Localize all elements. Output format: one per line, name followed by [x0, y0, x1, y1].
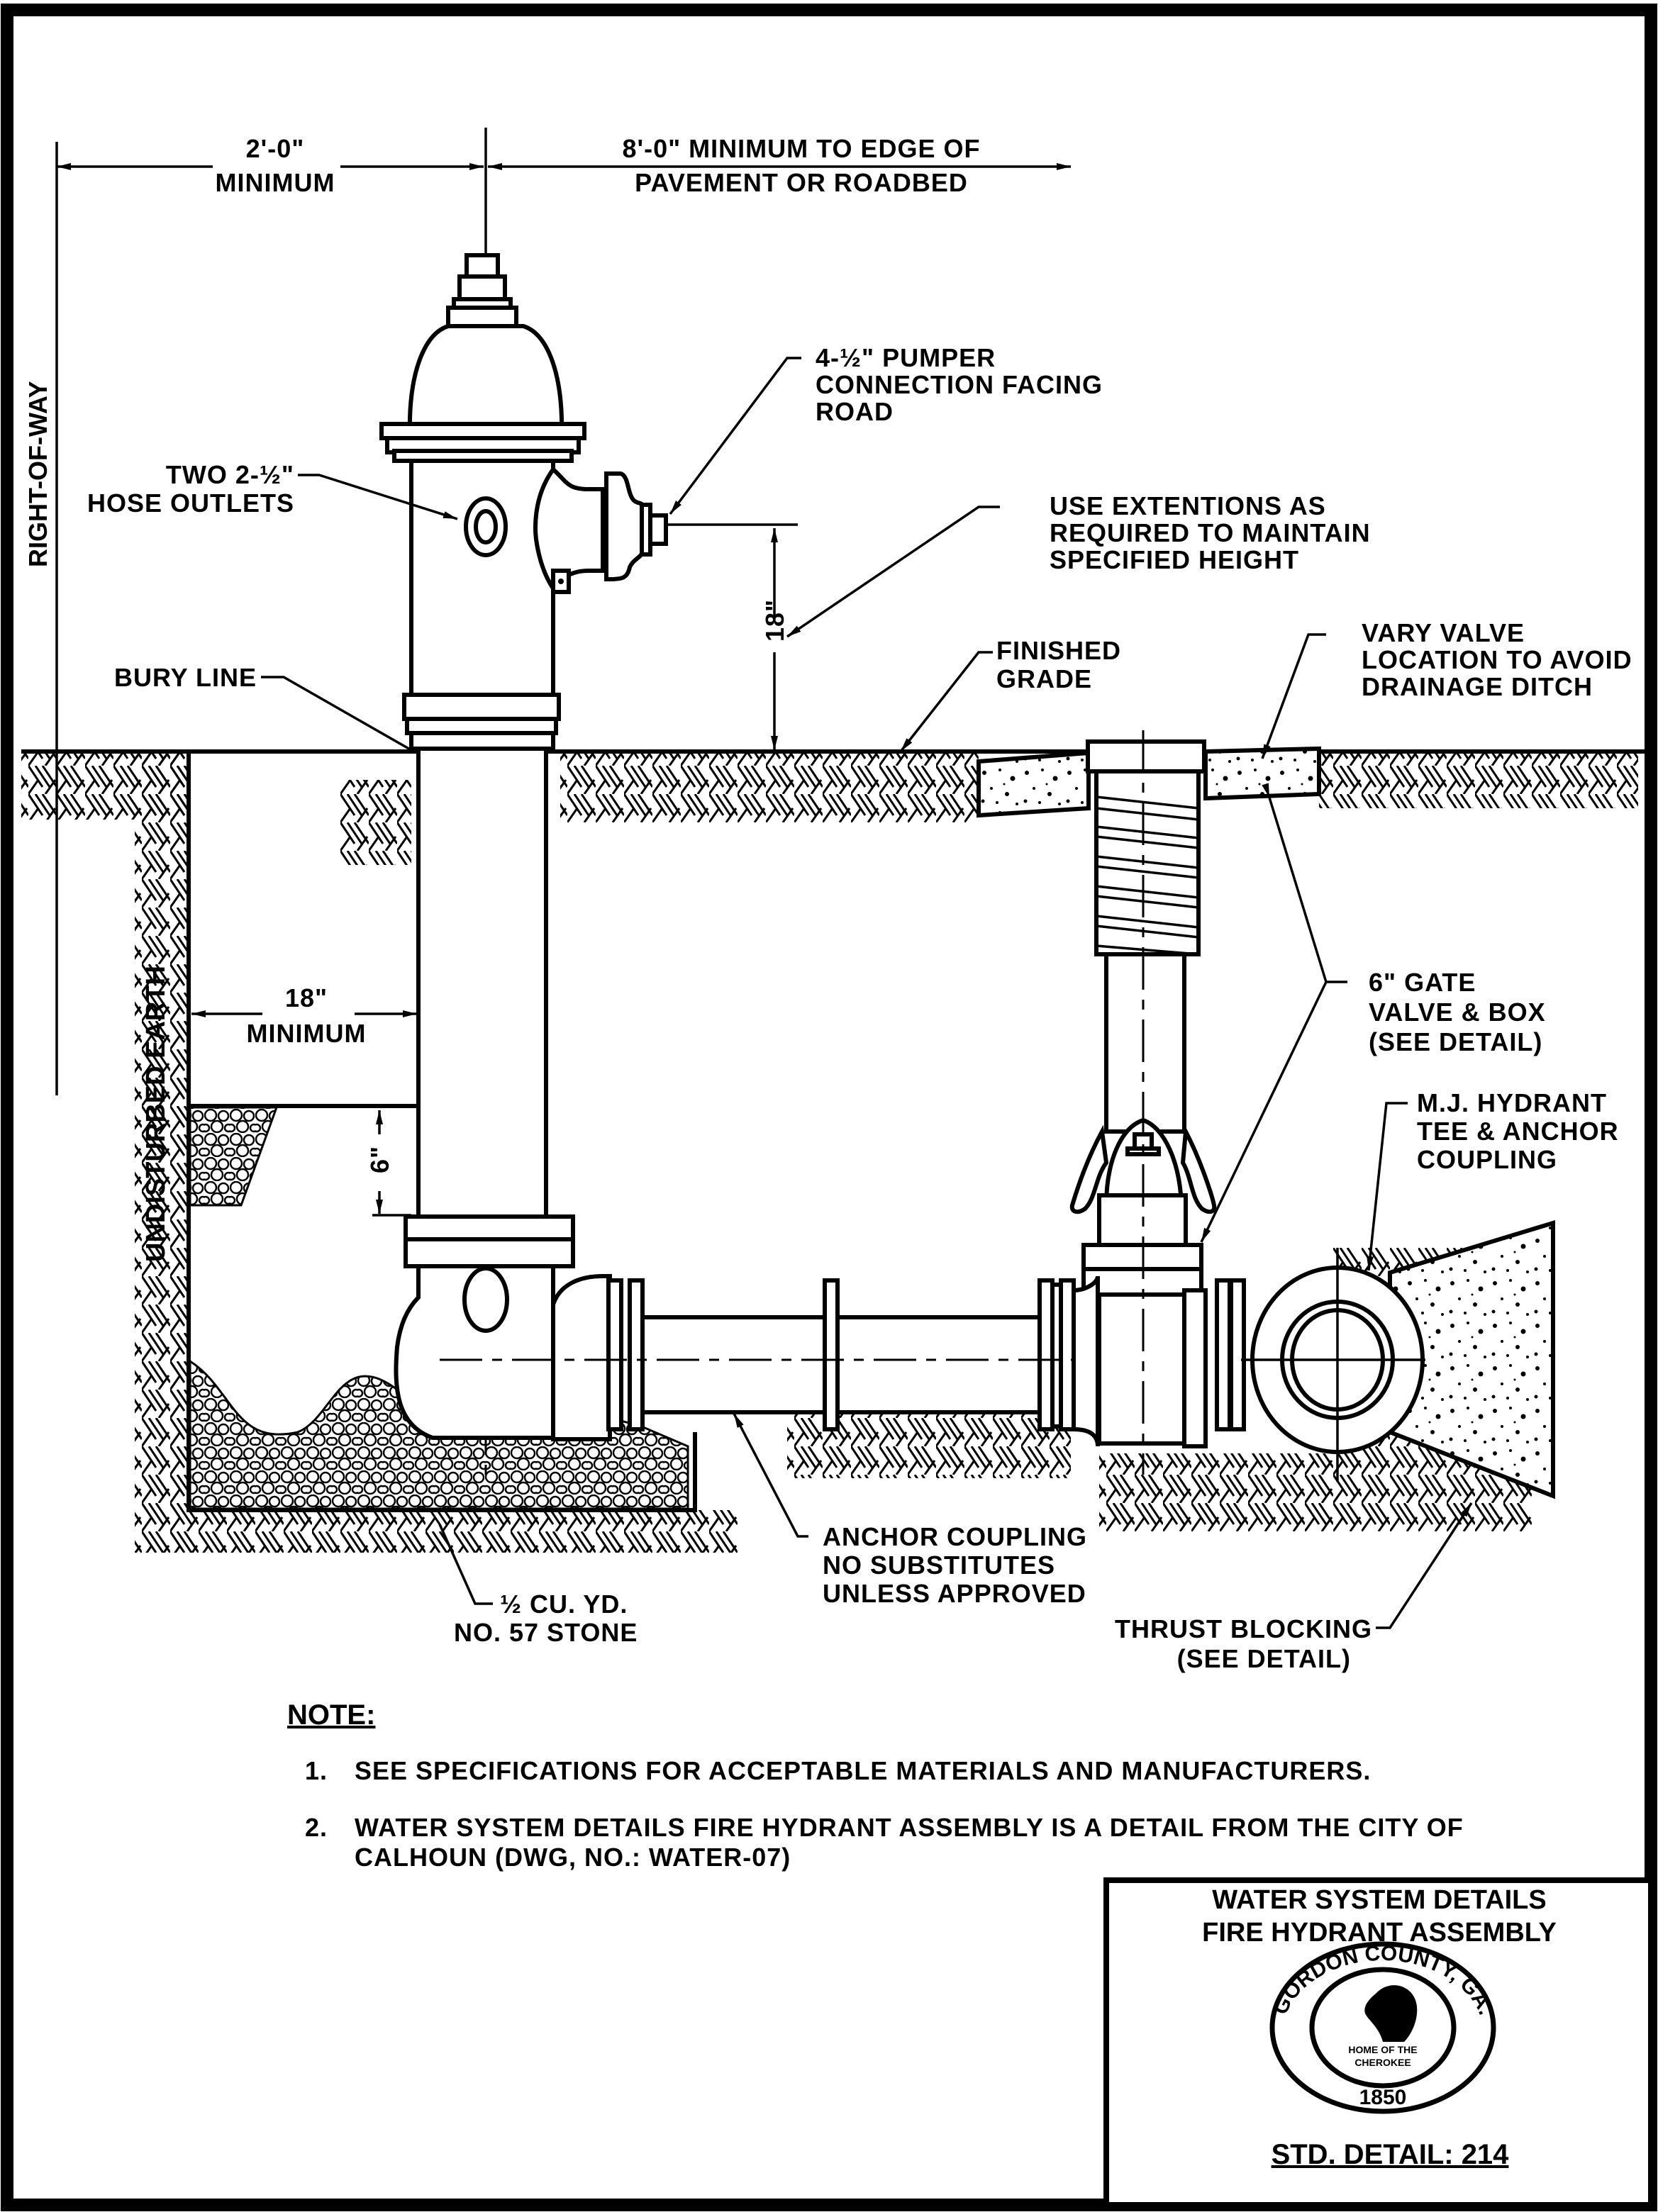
callout-gate-valve: 6" GATE VALVE & BOX (SEE DETAIL): [1369, 968, 1546, 1056]
svg-text:VARY VALVE: VARY VALVE: [1362, 618, 1525, 647]
title-block: WATER SYSTEM DETAILS FIRE HYDRANT ASSEMB…: [1103, 1877, 1654, 2208]
callout-finished-grade: FINISHED GRADE: [996, 636, 1121, 693]
callout-stone: ½ CU. YD. NO. 57 STONE: [454, 1590, 638, 1647]
dim-right-offset: 8'-0" MINIMUM TO EDGE OF: [623, 134, 981, 163]
dim-right-offset-sub: PAVEMENT OR ROADBED: [635, 168, 968, 197]
svg-text:2.: 2.: [305, 1813, 328, 1842]
gate-valve-box: [977, 730, 1321, 1475]
undisturbed-earth-label: UNDISTURBED EARTH: [141, 966, 171, 1262]
leaders: [261, 357, 1473, 1629]
svg-text:18": 18": [760, 599, 789, 642]
svg-text:NO. 57 STONE: NO. 57 STONE: [454, 1618, 638, 1647]
svg-text:1850: 1850: [1359, 2086, 1407, 2109]
svg-text:ANCHOR COUPLING: ANCHOR COUPLING: [823, 1522, 1087, 1551]
dim-stone-depth: 6": [365, 1110, 411, 1217]
svg-text:VALVE & BOX: VALVE & BOX: [1369, 998, 1546, 1027]
svg-text:ROAD: ROAD: [816, 397, 894, 426]
title-line-1: WATER SYSTEM DETAILS: [1212, 1885, 1547, 1915]
svg-text:18": 18": [285, 983, 328, 1012]
dim-left-offset-sub: MINIMUM: [216, 168, 335, 197]
svg-text:FINISHED: FINISHED: [996, 636, 1121, 665]
dim-left-offset: 2'-0": [246, 134, 305, 163]
note-1: SEE SPECIFICATIONS FOR ACCEPTABLE MATERI…: [355, 1756, 1371, 1785]
svg-text:CHEROKEE: CHEROKEE: [1354, 2057, 1411, 2068]
svg-text:NO SUBSTITUTES: NO SUBSTITUTES: [823, 1551, 1055, 1580]
svg-text:HOSE OUTLETS: HOSE OUTLETS: [87, 488, 294, 518]
svg-text:MINIMUM: MINIMUM: [247, 1019, 367, 1048]
sheet-border: [1, 4, 1657, 2211]
svg-text:CONNECTION FACING: CONNECTION FACING: [816, 370, 1103, 399]
dim-side-clearance: 18" MINIMUM: [191, 983, 417, 1048]
svg-text:4-½" PUMPER: 4-½" PUMPER: [816, 343, 996, 372]
notes: NOTE: 1. SEE SPECIFICATIONS FOR ACCEPTAB…: [287, 1699, 1464, 1872]
svg-text:M.J. HYDRANT: M.J. HYDRANT: [1417, 1088, 1607, 1117]
svg-text:6" GATE: 6" GATE: [1369, 968, 1476, 997]
std-detail-number: STD. DETAIL: 214: [1272, 2139, 1510, 2170]
callout-hose-outlets: TWO 2-½" HOSE OUTLETS: [87, 460, 294, 518]
mj-hydrant-tee: [1241, 1248, 1425, 1482]
svg-text:UNLESS APPROVED: UNLESS APPROVED: [823, 1579, 1086, 1608]
svg-text:LOCATION TO AVOID: LOCATION TO AVOID: [1362, 645, 1632, 674]
top-dimensions: 2'-0" MINIMUM 8'-0" MINIMUM TO EDGE OF P…: [57, 128, 1071, 766]
right-of-way-label: RIGHT-OF-WAY: [23, 381, 52, 567]
svg-text:½ CU. YD.: ½ CU. YD.: [500, 1590, 628, 1619]
svg-text:THRUST BLOCKING: THRUST BLOCKING: [1115, 1614, 1372, 1643]
branch-pipe: [440, 1274, 1390, 1441]
cherokee-head-icon: [1364, 1985, 1418, 2042]
svg-text:(SEE DETAIL): (SEE DETAIL): [1177, 1644, 1351, 1673]
dim-pumper-height: 18": [667, 523, 798, 750]
svg-text:DRAINAGE DITCH: DRAINAGE DITCH: [1362, 672, 1593, 701]
svg-text:6": 6": [365, 1146, 394, 1173]
callout-anchor-coupling: ANCHOR COUPLING NO SUBSTITUTES UNLESS AP…: [823, 1522, 1087, 1608]
callout-mj-tee: M.J. HYDRANT TEE & ANCHOR COUPLING: [1417, 1088, 1619, 1174]
svg-text:GRADE: GRADE: [996, 664, 1092, 693]
svg-text:REQUIRED TO MAINTAIN: REQUIRED TO MAINTAIN: [1050, 518, 1371, 547]
svg-text:(SEE DETAIL): (SEE DETAIL): [1369, 1027, 1542, 1056]
note-2-line-2: CALHOUN (DWG, NO.: WATER-07): [355, 1843, 791, 1872]
callout-thrust-blocking: THRUST BLOCKING (SEE DETAIL): [1115, 1614, 1372, 1673]
callout-bury-line: BURY LINE: [114, 663, 257, 692]
svg-text:HOME OF THE: HOME OF THE: [1348, 2044, 1417, 2055]
svg-text:TWO 2-½": TWO 2-½": [166, 460, 294, 489]
notes-heading: NOTE:: [287, 1699, 375, 1731]
callout-extensions: USE EXTENTIONS AS REQUIRED TO MAINTAIN S…: [1050, 491, 1371, 574]
svg-text:COUPLING: COUPLING: [1417, 1145, 1557, 1174]
svg-text:SPECIFIED HEIGHT: SPECIFIED HEIGHT: [1050, 545, 1299, 574]
svg-text:TEE & ANCHOR: TEE & ANCHOR: [1417, 1117, 1619, 1146]
svg-text:1.: 1.: [305, 1756, 328, 1785]
callout-vary-valve: VARY VALVE LOCATION TO AVOID DRAINAGE DI…: [1362, 618, 1632, 701]
svg-text:USE EXTENTIONS AS: USE EXTENTIONS AS: [1050, 491, 1326, 520]
stone-bedding: [189, 1106, 279, 1207]
callout-pumper: 4-½" PUMPER CONNECTION FACING ROAD: [816, 343, 1103, 426]
note-2-line-1: WATER SYSTEM DETAILS FIRE HYDRANT ASSEMB…: [355, 1813, 1464, 1842]
